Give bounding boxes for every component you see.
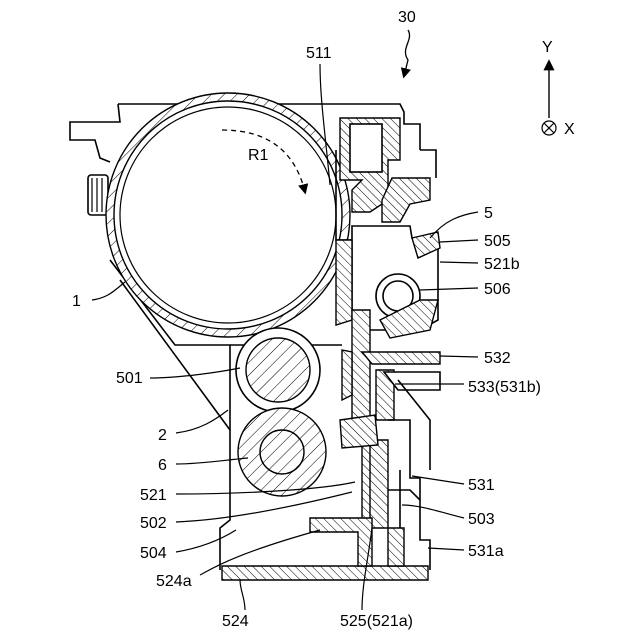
label-531a: 531a	[468, 543, 504, 560]
label-2: 2	[158, 427, 167, 444]
roller-6	[238, 408, 326, 496]
label-r1: R1	[248, 147, 269, 164]
axis-indicator: Y X	[542, 39, 575, 138]
label-30: 30	[398, 9, 416, 26]
label-1: 1	[72, 293, 81, 310]
label-524: 524	[222, 613, 249, 630]
label-531: 531	[468, 477, 495, 494]
label-524a: 524a	[156, 573, 192, 590]
label-506: 506	[484, 281, 511, 298]
label-521b: 521b	[484, 256, 520, 273]
label-525: 525(521a)	[340, 613, 413, 630]
roller-501	[236, 328, 320, 412]
label-6: 6	[158, 457, 167, 474]
label-30-group: 30	[398, 9, 416, 76]
label-503: 503	[468, 511, 495, 528]
axis-y-label: Y	[542, 39, 553, 56]
label-533: 533(531b)	[468, 379, 541, 396]
label-5: 5	[484, 205, 493, 222]
axis-x-label: X	[564, 121, 575, 138]
upper-mechanism	[336, 118, 436, 240]
label-502: 502	[140, 515, 167, 532]
bottom-tray-524	[222, 518, 428, 580]
label-532: 532	[484, 350, 511, 367]
photoreceptor-drum	[106, 93, 350, 337]
label-505: 505	[484, 233, 511, 250]
label-511: 511	[306, 45, 332, 62]
label-501: 501	[116, 370, 143, 387]
label-521: 521	[140, 487, 167, 504]
label-504: 504	[140, 545, 167, 562]
